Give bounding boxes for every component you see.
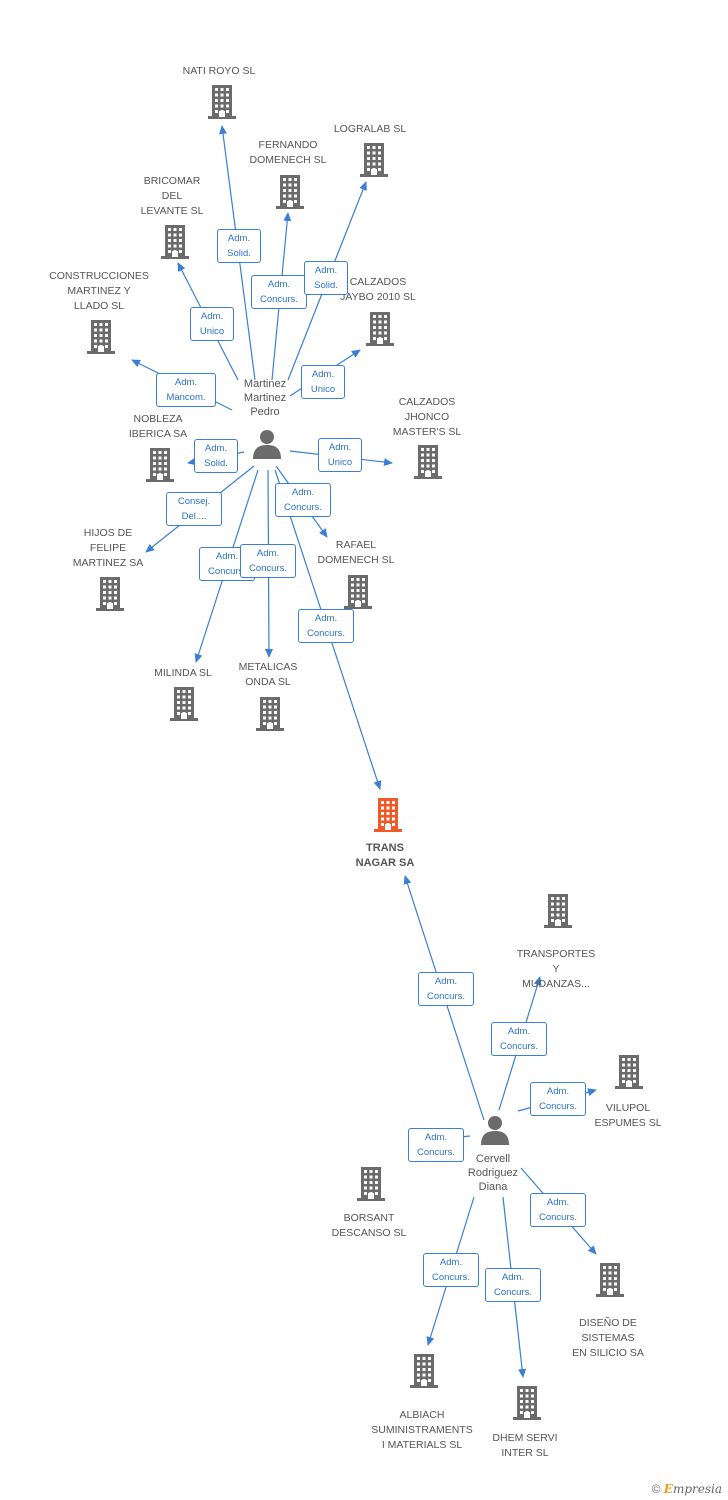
edge-label-cervell-transportes[interactable]: Adm. Concurs. <box>491 1022 547 1056</box>
building-icon[interactable] <box>360 143 388 182</box>
building-icon[interactable] <box>87 320 115 359</box>
person-icon[interactable] <box>480 1115 510 1150</box>
company-label-metalicas[interactable]: METALICAS ONDA SL <box>238 661 298 688</box>
company-label-vilupol[interactable]: VILUPOL ESPUMES SL <box>594 1102 662 1129</box>
building-icon[interactable] <box>544 894 572 933</box>
edge-label-cervell-transnagar[interactable]: Adm. Concurs. <box>418 972 474 1006</box>
building-icon[interactable] <box>161 225 189 264</box>
building-icon[interactable] <box>596 1263 624 1302</box>
edge-label-martinez-hijos[interactable]: Consej. Del.... <box>166 492 222 526</box>
building-icon[interactable] <box>146 448 174 487</box>
building-icon[interactable] <box>208 85 236 124</box>
building-icon[interactable] <box>410 1354 438 1393</box>
building-icon[interactable] <box>414 445 442 484</box>
building-icon[interactable] <box>276 175 304 214</box>
building-icon[interactable] <box>615 1055 643 1094</box>
copyright-symbol: © <box>651 1482 661 1496</box>
edge-label-martinez-calzadosjhonco[interactable]: Adm. Unico <box>318 438 362 472</box>
edge-label-martinez-logralab[interactable]: Adm. Solid. <box>304 261 348 295</box>
company-label-construcciones[interactable]: CONSTRUCCIONES MARTINEZ Y LLADO SL <box>49 269 149 312</box>
edge-label-cervell-dhem[interactable]: Adm. Concurs. <box>485 1268 541 1302</box>
focus-company-building-icon[interactable] <box>374 798 402 837</box>
building-icon[interactable] <box>366 312 394 351</box>
edge-label-cervell-vilupol[interactable]: Adm. Concurs. <box>530 1082 586 1116</box>
company-label-logralab[interactable]: LOGRALAB SL <box>333 122 407 135</box>
edge-label-martinez-metalicas[interactable]: Adm. Concurs. <box>240 544 296 578</box>
edge-label-cervell-diseno[interactable]: Adm. Concurs. <box>530 1193 586 1227</box>
edge-label-martinez-construcciones[interactable]: Adm. Mancom. <box>156 373 216 407</box>
building-icon[interactable] <box>357 1167 385 1206</box>
building-icon[interactable] <box>96 577 124 616</box>
edge-label-martinez-calzadosjaybo[interactable]: Adm. Unico <box>301 365 345 399</box>
brand-logo: Empresia <box>663 1482 722 1496</box>
edge-label-martinez-natiroyo[interactable]: Adm. Solid. <box>217 229 261 263</box>
company-label-milinda[interactable]: MILINDA SL <box>154 666 212 679</box>
edge-label-cervell-albiach[interactable]: Adm. Concurs. <box>423 1253 479 1287</box>
company-label-transportes[interactable]: TRANSPORTES Y MUDANZAS... <box>516 948 596 990</box>
edge-label-martinez-nobleza[interactable]: Adm. Solid. <box>194 439 238 473</box>
company-label-fernando[interactable]: FERNANDO DOMENECH SL <box>249 139 327 166</box>
person-label-cervell[interactable]: Cervell Rodriguez Diana <box>467 1153 519 1193</box>
person-label-martinez[interactable]: Martinez Martinez Pedro <box>243 378 287 418</box>
edge-label-martinez-fernando[interactable]: Adm. Concurs. <box>251 275 307 309</box>
edge-label-cervell-borsant[interactable]: Adm. Concurs. <box>408 1128 464 1162</box>
company-label-rafael[interactable]: RAFAEL DOMENECH SL <box>317 539 395 566</box>
edge-label-martinez-transnagar[interactable]: Adm. Concurs. <box>298 609 354 643</box>
company-label-nobleza[interactable]: NOBLEZA IBERICA SA <box>128 413 188 440</box>
company-label-calzadosjaybo[interactable]: CALZADOS JAYBO 2010 SL <box>340 276 416 303</box>
footer-brand: © Empresia <box>652 1482 722 1496</box>
edge-label-martinez-rafael[interactable]: Adm. Concurs. <box>275 483 331 517</box>
company-label-transnagar[interactable]: TRANS NAGAR SA <box>355 842 415 869</box>
company-label-calzadosjhonco[interactable]: CALZADOS JHONCO MASTER'S SL <box>392 395 462 438</box>
company-label-natiroyo[interactable]: NATI ROYO SL <box>182 64 256 77</box>
company-label-albiach[interactable]: ALBIACH SUMINISTRAMENTS I MATERIALS SL <box>371 1409 473 1451</box>
company-label-diseno[interactable]: DISEÑO DE SISTEMAS EN SILICIO SA <box>572 1317 644 1359</box>
company-label-dhem[interactable]: DHEM SERVI INTER SL <box>492 1432 558 1459</box>
person-icon[interactable] <box>252 429 282 464</box>
building-icon[interactable] <box>256 697 284 736</box>
building-icon[interactable] <box>170 687 198 726</box>
company-label-borsant[interactable]: BORSANT DESCANSO SL <box>331 1212 407 1239</box>
company-label-hijos[interactable]: HIJOS DE FELIPE MARTINEZ SA <box>72 526 144 569</box>
company-label-bricomar[interactable]: BRICOMAR DEL LEVANTE SL <box>140 174 204 217</box>
building-icon[interactable] <box>344 575 372 614</box>
building-icon[interactable] <box>513 1386 541 1425</box>
edge-label-martinez-bricomar[interactable]: Adm. Unico <box>190 307 234 341</box>
